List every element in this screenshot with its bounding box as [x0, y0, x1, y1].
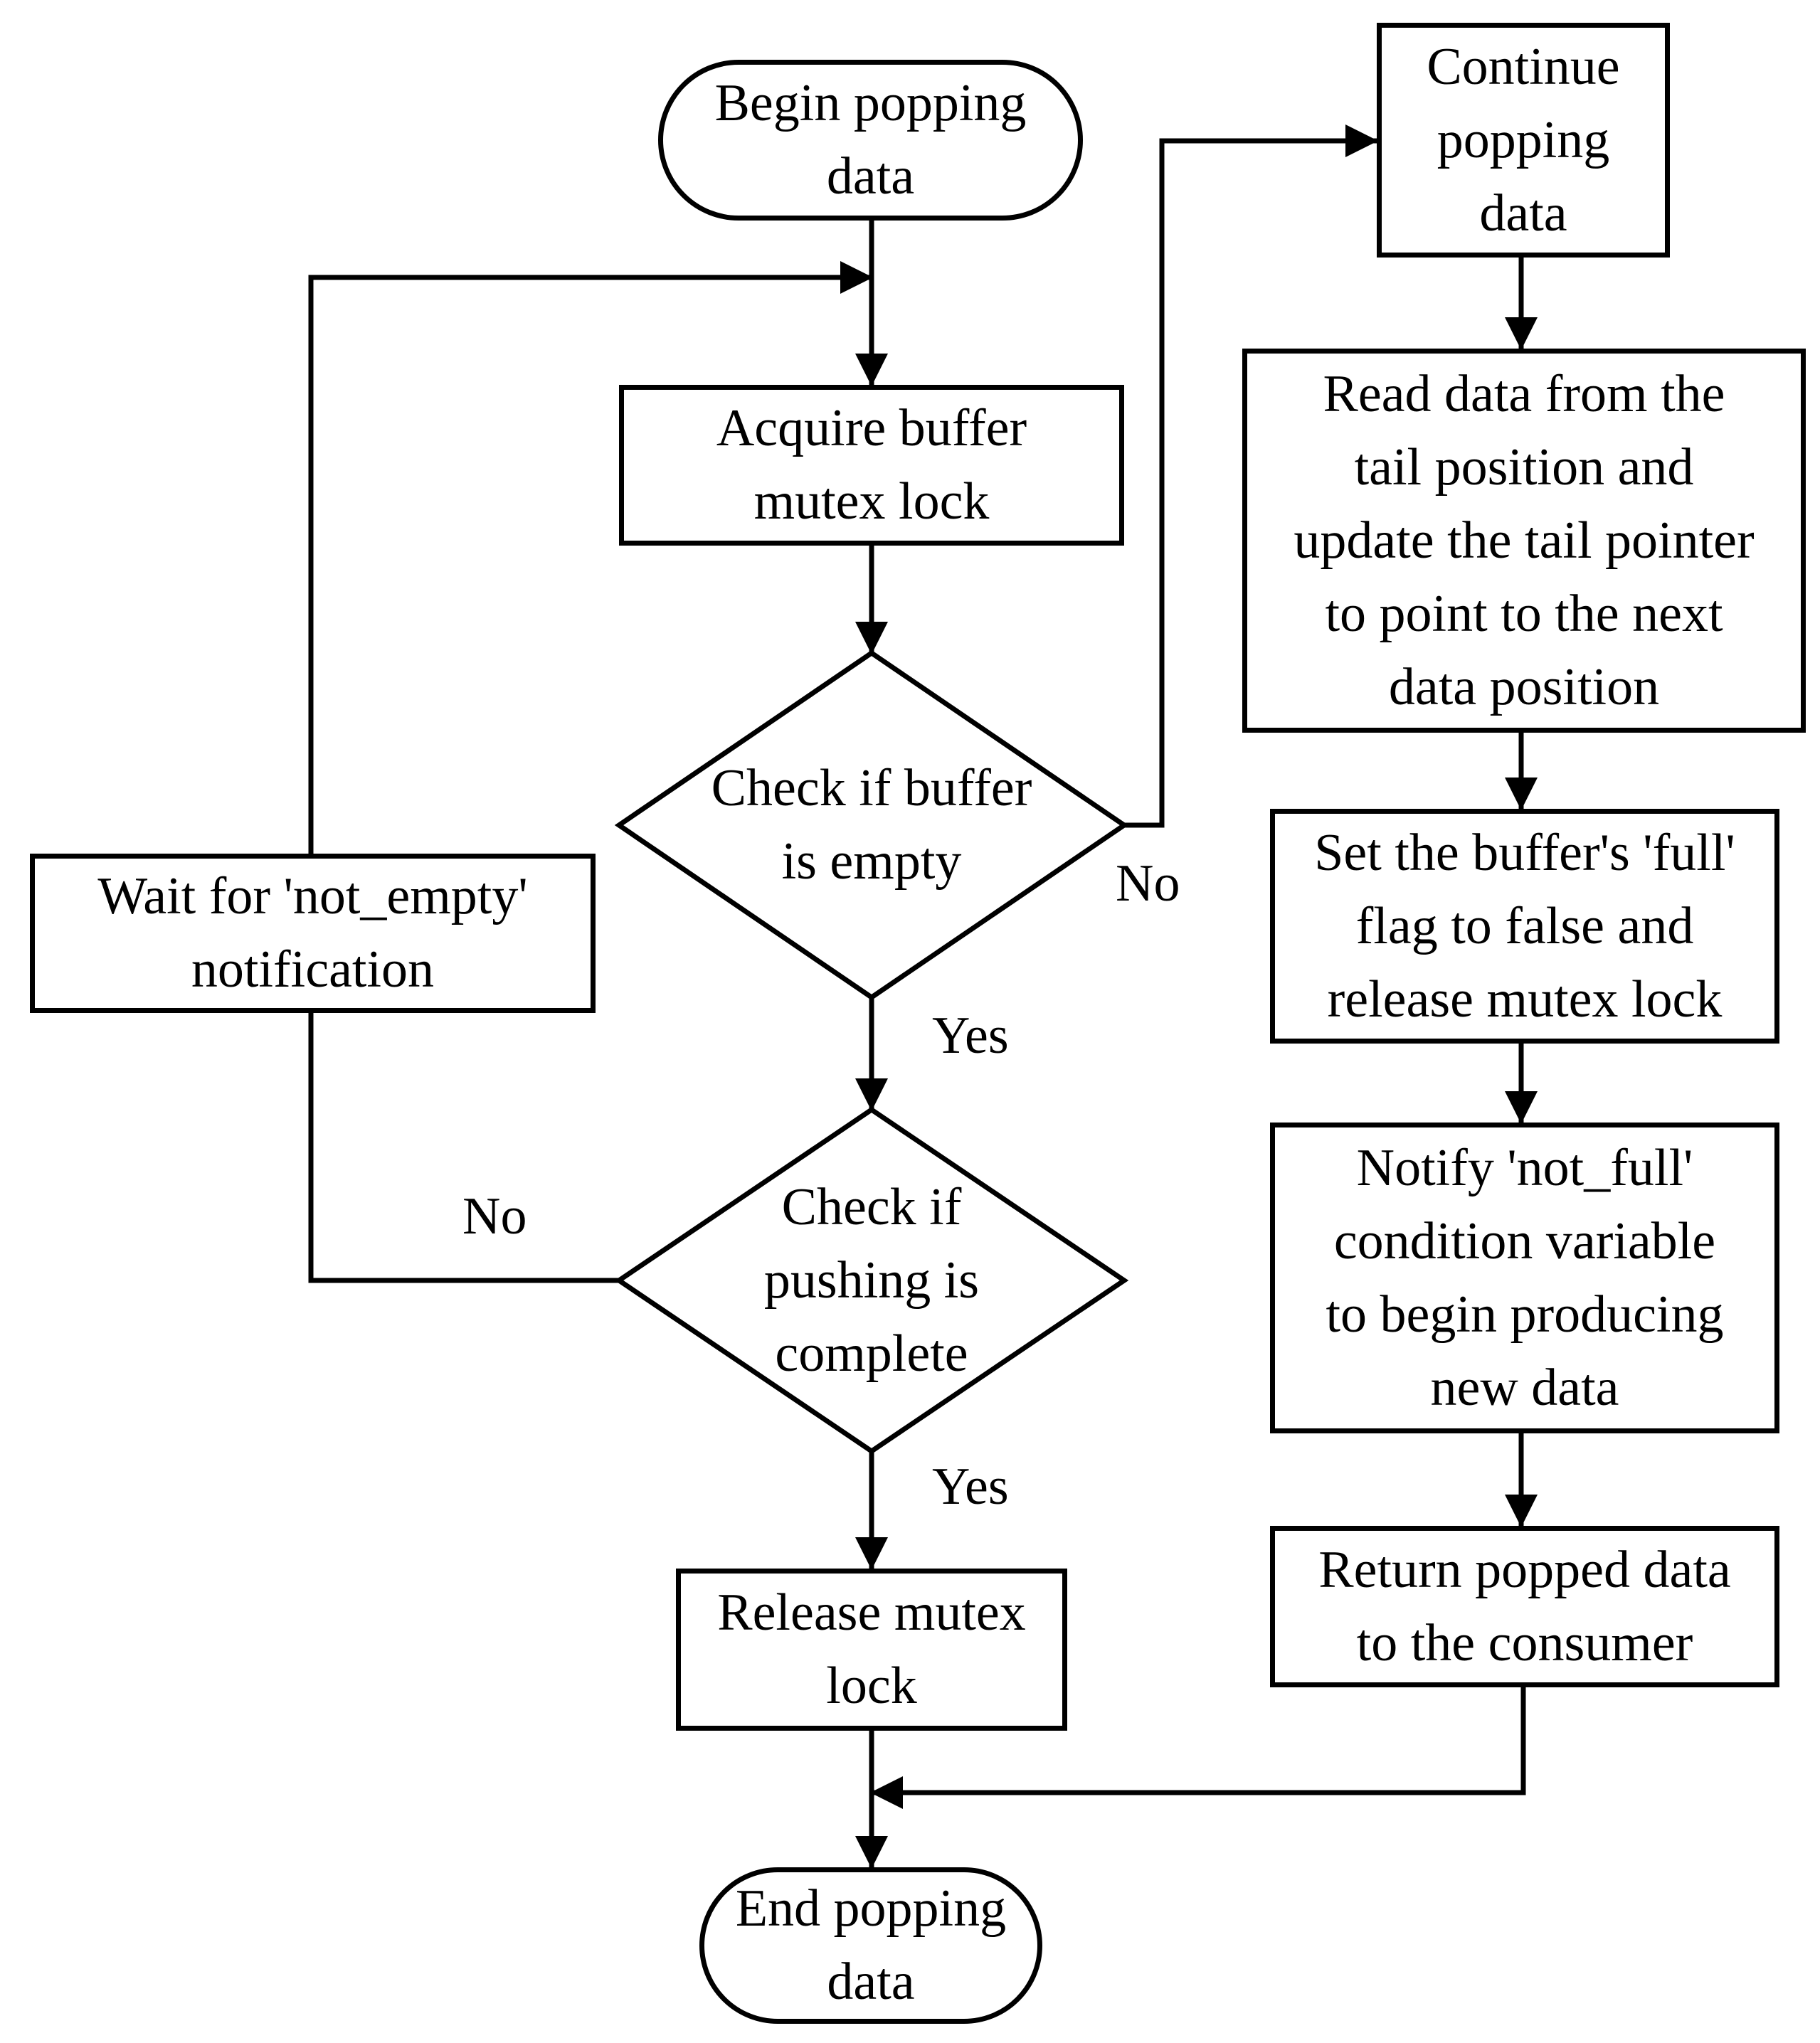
begin-terminal: Begin popping data	[658, 60, 1083, 221]
release-lock-label: Release mutex lock	[717, 1583, 1026, 1715]
set-flag-box: Set the buffer's 'full' flag to false an…	[1270, 809, 1779, 1044]
check-empty-decision: Check if buffer is empty	[662, 750, 1081, 900]
arrow-check-empty-no	[1124, 124, 1378, 828]
read-data-box: Read data from the tail position and upd…	[1242, 349, 1806, 733]
acquire-lock-box: Acquire buffer mutex lock	[619, 385, 1124, 546]
end-terminal: End popping data	[699, 1867, 1042, 2024]
return-data-label: Return popped data to the consumer	[1318, 1540, 1731, 1672]
edge-label-pushing-no: No	[462, 1187, 527, 1246]
notify-label: Notify 'not_full' condition variable to …	[1326, 1138, 1724, 1417]
set-flag-label: Set the buffer's 'full' flag to false an…	[1314, 823, 1735, 1029]
notify-box: Notify 'not_full' condition variable to …	[1270, 1123, 1779, 1433]
read-data-label: Read data from the tail position and upd…	[1293, 364, 1755, 716]
check-empty-label: Check if buffer is empty	[711, 759, 1032, 891]
arrow-return-to-end-merge	[870, 1687, 1526, 1809]
check-pushing-label: Check if pushing is complete	[763, 1177, 980, 1383]
wait-notification-box: Wait for 'not_empty' notification	[30, 854, 596, 1013]
acquire-lock-label: Acquire buffer mutex lock	[716, 399, 1027, 531]
end-terminal-label: End popping data	[735, 1879, 1007, 2011]
begin-terminal-label: Begin popping data	[714, 74, 1027, 206]
edge-label-empty-yes: Yes	[932, 1007, 1009, 1065]
return-data-box: Return popped data to the consumer	[1270, 1526, 1779, 1687]
edge-label-pushing-yes: Yes	[932, 1458, 1009, 1516]
release-lock-box: Release mutex lock	[676, 1569, 1067, 1731]
continue-popping-label: Continue popping data	[1427, 37, 1620, 243]
arrow-check-pushing-no	[308, 1013, 619, 1283]
wait-notification-label: Wait for 'not_empty' notification	[97, 867, 528, 999]
edge-label-empty-no: No	[1116, 854, 1180, 913]
continue-popping-box: Continue popping data	[1377, 23, 1670, 258]
check-pushing-decision: Check if pushing is complete	[662, 1170, 1081, 1391]
arrow-wait-to-acquire-loop	[308, 261, 873, 854]
